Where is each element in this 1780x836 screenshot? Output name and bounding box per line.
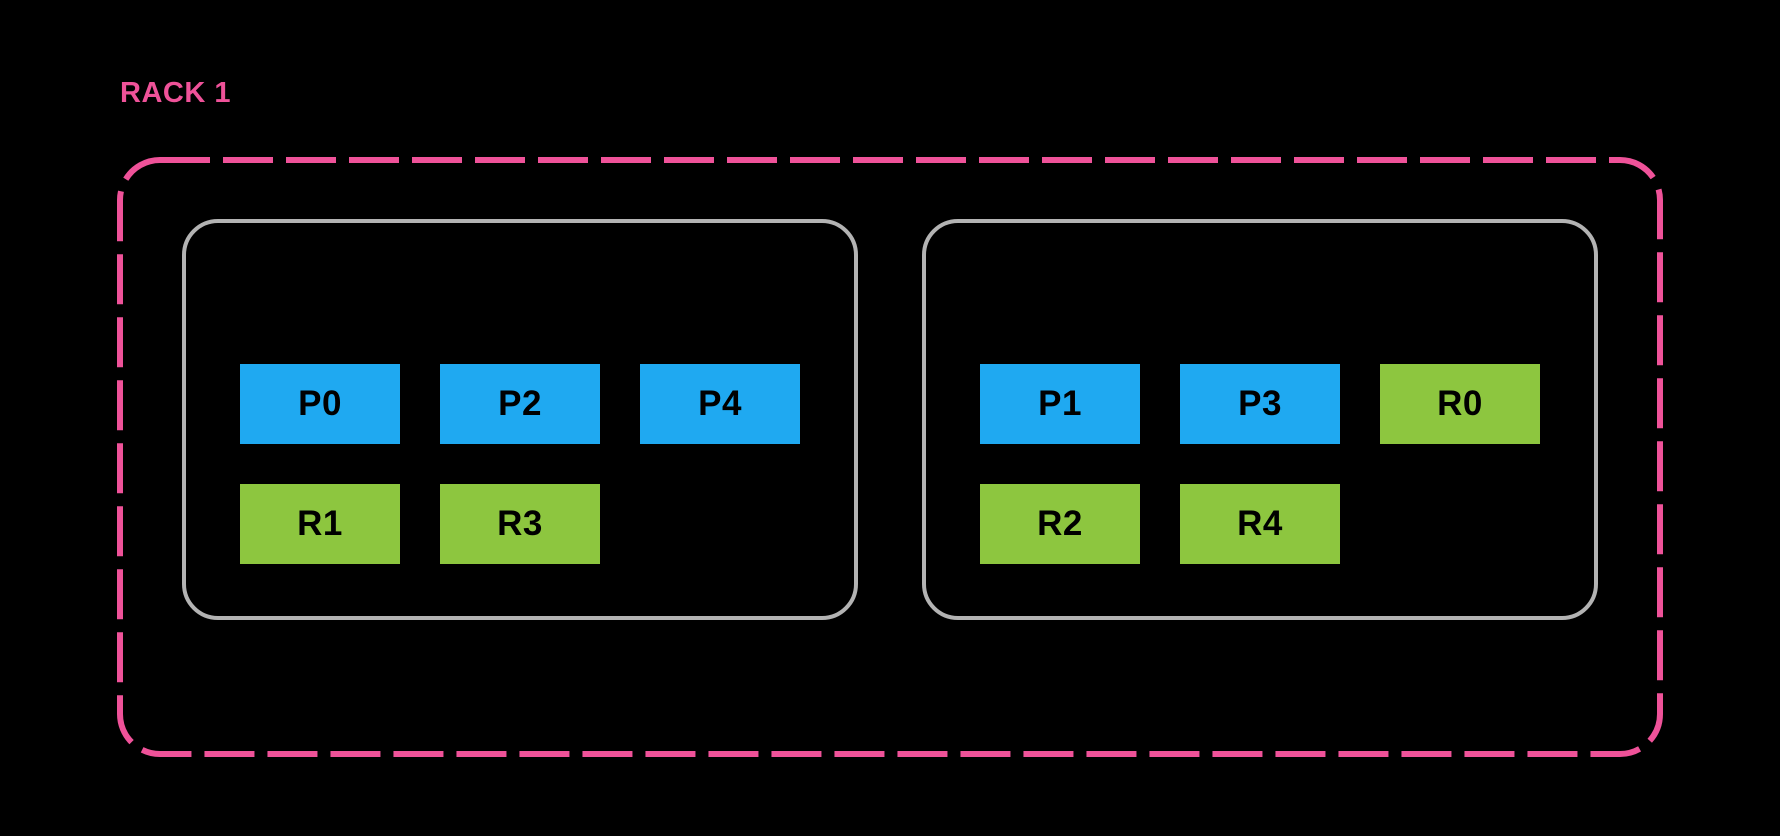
shard-p4: P4 (640, 364, 800, 444)
shard-p3: P3 (1180, 364, 1340, 444)
rack-dashed-border-rect (117, 157, 1663, 757)
shard-r4: R4 (1180, 484, 1340, 564)
shard-r0: R0 (1380, 364, 1540, 444)
rack-dashed-border (117, 157, 1663, 757)
shard-p2: P2 (440, 364, 600, 444)
shard-p0: P0 (240, 364, 400, 444)
shard-p1: P1 (980, 364, 1140, 444)
rack-title: RACK 1 (120, 77, 231, 109)
shard-r1: R1 (240, 484, 400, 564)
shard-r2: R2 (980, 484, 1140, 564)
shard-r3: R3 (440, 484, 600, 564)
node-box-1: P0 P2 P4 R1 R3 (182, 219, 858, 620)
node-box-2: P1 P3 R0 R2 R4 (922, 219, 1598, 620)
